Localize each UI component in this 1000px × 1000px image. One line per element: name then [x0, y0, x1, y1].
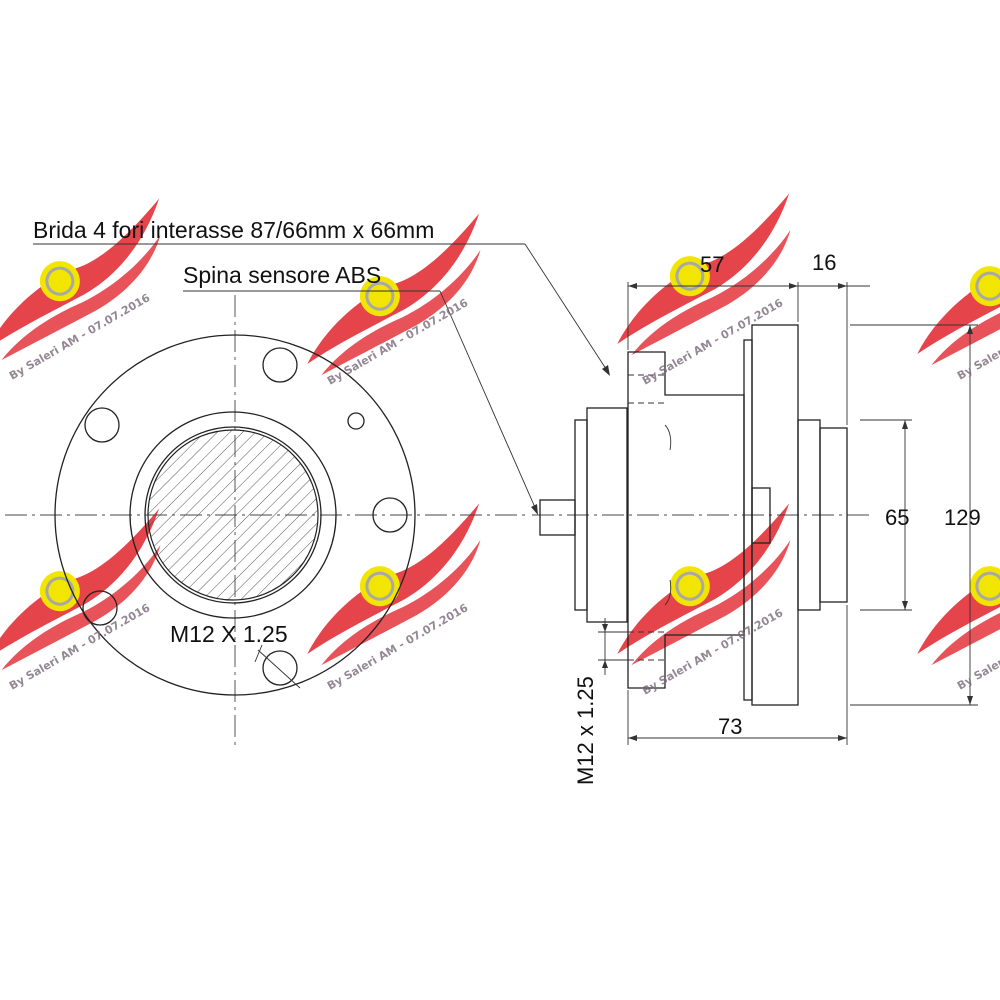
- flange-leader-arrow: [602, 365, 610, 376]
- abs-leader-line: [439, 290, 538, 513]
- dim-65-label: 65: [885, 505, 909, 530]
- dim-129-label: 129: [944, 505, 981, 530]
- hub-pilot-inner: [144, 426, 322, 604]
- abs-leader-arrow: [531, 504, 538, 515]
- bolt-hole: [262, 347, 298, 383]
- watermark-logo: [587, 501, 824, 670]
- dim-73-label: 73: [718, 714, 742, 739]
- callouts: Brida 4 fori interasse 87/66mm x 66mm Sp…: [33, 217, 610, 515]
- side-thread-label: M12 x 1.25: [573, 676, 598, 785]
- flange-leader-line: [524, 243, 609, 373]
- hatched-core: [147, 429, 319, 601]
- bolt-hole: [372, 497, 408, 533]
- abs-sensor-pin: [539, 499, 576, 536]
- brake-disc-flange: [743, 339, 753, 701]
- bearing-housing: [586, 407, 628, 623]
- outer-flange-circle: [54, 334, 416, 696]
- bolt-hole-threaded: [262, 650, 298, 686]
- abs-pin-callout-label: Spina sensore ABS: [183, 262, 381, 288]
- center-bore: [751, 487, 771, 544]
- dim-57-label: 57: [700, 252, 724, 277]
- wheel-pilot-front: [819, 427, 848, 603]
- bolt-hole: [82, 590, 118, 626]
- side-view: 57 16 65 129 73 M12 x 1.25: [532, 250, 981, 785]
- front-view: M12 X 1.25: [5, 295, 530, 745]
- breakout-curve: [664, 424, 672, 451]
- watermark-layer: [0, 191, 1000, 675]
- watermark-logo: [887, 201, 1000, 370]
- front-thread-label: M12 X 1.25: [170, 621, 288, 647]
- dim-16-label: 16: [812, 250, 836, 275]
- thread-marker-line: [254, 644, 263, 663]
- dim-16-arrow: [838, 283, 847, 289]
- thread-marker-line: [257, 649, 301, 689]
- flange-callout-label: Brida 4 fori interasse 87/66mm x 66mm: [33, 217, 434, 243]
- bolt-hole: [84, 407, 120, 443]
- abs-pin-hole: [347, 412, 365, 430]
- hub-pilot-outer: [129, 411, 337, 619]
- breakout-curve: [664, 579, 672, 606]
